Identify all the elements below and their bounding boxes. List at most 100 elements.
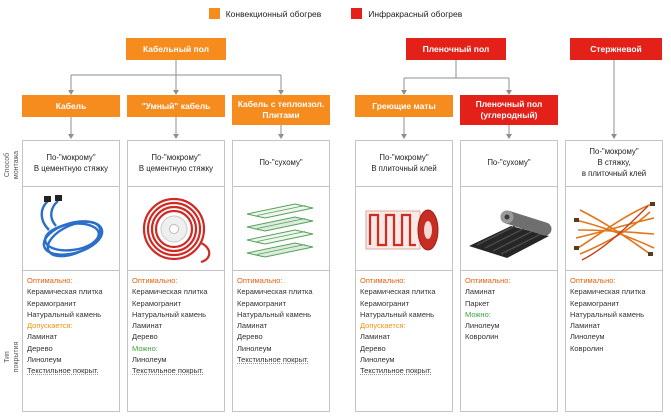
coverage-item: Линолеум <box>237 343 272 353</box>
install-line: В цементную стяжку <box>138 163 214 173</box>
coverage-item: Ламинат <box>237 321 268 331</box>
coverage-list: Оптимально: Керамическая плитка Керамогр… <box>233 271 329 411</box>
coverage-header: Можно: <box>132 343 158 353</box>
coverage-item: Керамогранит <box>27 298 77 308</box>
legend: Конвекционный обогрев Инфракрасный обогр… <box>0 8 671 19</box>
coverage-item: Паркет <box>465 298 490 308</box>
install-line: В цементную стяжку <box>33 163 109 173</box>
coverage-item: Текстильное покрыт. <box>360 366 432 376</box>
coverage-item: Керамическая плитка <box>360 287 436 297</box>
coverage-item: Ламинат <box>360 332 391 342</box>
legend-infrared-label: Инфракрасный обогрев <box>368 8 463 19</box>
node-heating-mats: Греющие маты <box>355 95 453 117</box>
install-line: По-"мокрому" <box>589 147 639 157</box>
coverage-item: Линолеум <box>570 332 605 342</box>
root-film-floor: Пленочный пол <box>406 38 506 60</box>
card-smart-cable: По-"мокрому" В цементную стяжку Оптималь… <box>127 140 225 412</box>
coverage-item: Ламинат <box>570 321 601 331</box>
node-insulated-cable: Кабель с теплоизол. Плитами <box>232 95 330 125</box>
card-heating-mats: По-"мокрому" В плиточный клей Оптимально… <box>355 140 453 412</box>
node-carbon-film: Пленочный пол (углеродный) <box>460 95 558 125</box>
card-insulated-cable: По-"сухому" Оптимально: Керамическая пли… <box>232 140 330 412</box>
install-line: В стяжку, <box>597 158 631 168</box>
coverage-item: Керамогранит <box>237 298 287 308</box>
label-installation-method: Способ монтажа <box>4 150 21 180</box>
coverage-item: Натуральный камень <box>360 309 435 319</box>
card-cable: По-"мокрому" В цементную стяжку Оптималь… <box>22 140 120 412</box>
root-cable-floor: Кабельный пол <box>126 38 226 60</box>
install-method: По-"мокрому" В плиточный клей <box>356 141 452 187</box>
root-rod-floor: Стержневой <box>570 38 662 60</box>
install-line: По-"сухому" <box>487 158 531 168</box>
film-roll-image <box>461 187 557 271</box>
coverage-item: Керамическая плитка <box>237 287 313 297</box>
coverage-item: Дерево <box>237 332 263 342</box>
coverage-item: Дерево <box>360 343 386 353</box>
coverage-list: Оптимально: Керамическая плитка Керамогр… <box>356 271 452 411</box>
coverage-header: Оптимально: <box>27 276 73 285</box>
coverage-header: Оптимально: <box>465 276 511 285</box>
coverage-item: Дерево <box>132 332 158 342</box>
coverage-item: Линолеум <box>360 355 395 365</box>
node-cable: Кабель <box>22 95 120 117</box>
coverage-item: Текстильное покрыт. <box>237 355 309 365</box>
coverage-list: Оптимально: Керамическая плитка Керамогр… <box>566 271 662 411</box>
cable-coil-image <box>23 187 119 271</box>
legend-infrared: Инфракрасный обогрев <box>351 8 462 19</box>
cable-spool-image <box>128 187 224 271</box>
coverage-list: Оптимально: Ламинат Паркет Можно: Линоле… <box>461 271 557 411</box>
coverage-item: Ламинат <box>132 321 163 331</box>
convection-swatch-icon <box>208 8 220 19</box>
coverage-header: Можно: <box>465 309 491 319</box>
coverage-item: Текстильное покрыт. <box>27 366 99 376</box>
coverage-item: Керамогранит <box>570 298 620 308</box>
coverage-header: Допускается: <box>27 321 73 331</box>
card-rod: По-"мокрому" В стяжку, в плиточный клей <box>565 140 663 412</box>
install-line: По-"мокрому" <box>46 152 96 162</box>
coverage-header: Оптимально: <box>570 276 616 285</box>
coverage-header: Оптимально: <box>237 276 283 285</box>
coverage-item: Керамическая плитка <box>132 287 208 297</box>
coverage-item: Линолеум <box>27 355 62 365</box>
coverage-item: Керамогранит <box>132 298 182 308</box>
install-method: По-"мокрому" В цементную стяжку <box>128 141 224 187</box>
coverage-item: Натуральный камень <box>132 309 207 319</box>
coverage-item: Линолеум <box>465 321 500 331</box>
coverage-item: Натуральный камень <box>237 309 312 319</box>
install-line: По-"мокрому" <box>379 152 429 162</box>
legend-convection-label: Конвекционный обогрев <box>225 8 322 19</box>
install-line: По-"сухому" <box>259 158 303 168</box>
coverage-item: Керамическая плитка <box>570 287 646 297</box>
install-line: По-"мокрому" <box>151 152 201 162</box>
install-method: По-"сухому" <box>461 141 557 187</box>
coverage-item: Дерево <box>27 343 53 353</box>
coverage-item: Линолеум <box>132 355 167 365</box>
coverage-item: Ламинат <box>465 287 496 297</box>
heating-mat-image <box>356 187 452 271</box>
legend-convection: Конвекционный обогрев <box>208 8 322 19</box>
coverage-item: Ковролин <box>570 343 604 353</box>
coverage-item: Текстильное покрыт. <box>132 366 204 376</box>
coverage-item: Керамическая плитка <box>27 287 103 297</box>
coverage-list: Оптимально: Керамическая плитка Керамогр… <box>128 271 224 411</box>
card-carbon-film: По-"сухому" Оптимально: Ламинат Паркет М… <box>460 140 558 412</box>
install-line: В плиточный клей <box>371 163 437 173</box>
coverage-item: Керамогранит <box>360 298 410 308</box>
install-line: в плиточный клей <box>581 168 647 178</box>
coverage-header: Оптимально: <box>360 276 406 285</box>
install-method: По-"сухому" <box>233 141 329 187</box>
rod-bundle-image <box>566 187 662 271</box>
coverage-item: Ламинат <box>27 332 58 342</box>
coverage-header: Оптимально: <box>132 276 178 285</box>
install-method: По-"мокрому" В цементную стяжку <box>23 141 119 187</box>
coverage-item: Натуральный камень <box>570 309 645 319</box>
label-coverage-type: Тип покрытия <box>4 341 21 373</box>
node-smart-cable: "Умный" кабель <box>127 95 225 117</box>
coverage-list: Оптимально: Керамическая плитка Керамогр… <box>23 271 119 411</box>
coverage-item: Натуральный камень <box>27 309 102 319</box>
coverage-item: Ковролин <box>465 332 499 342</box>
install-method: По-"мокрому" В стяжку, в плиточный клей <box>566 141 662 187</box>
coverage-header: Допускается: <box>360 321 406 331</box>
